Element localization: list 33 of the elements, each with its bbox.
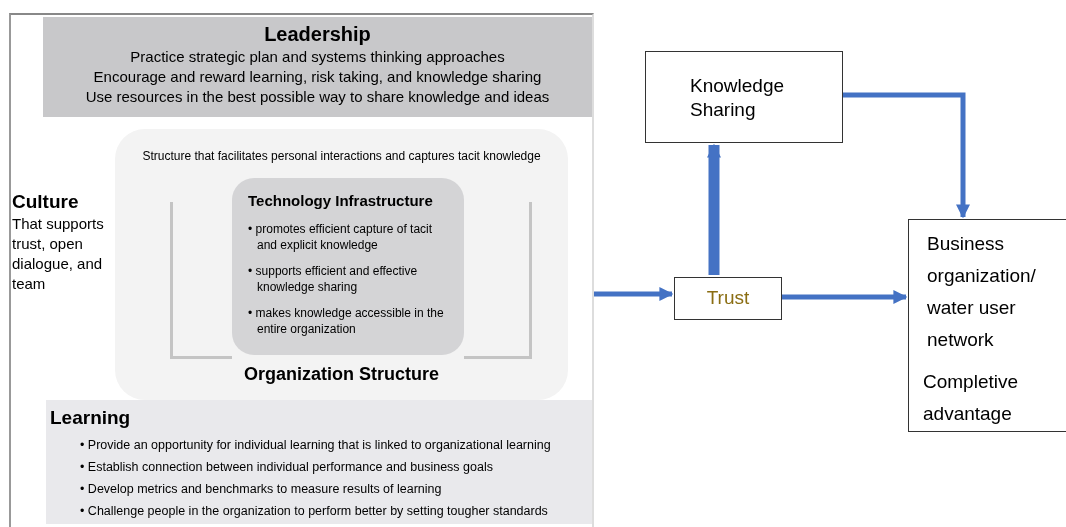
node-text: Knowledge Sharing [690, 74, 786, 122]
body-text: Use resources in the best possible way to share knowledge and ideas [85, 87, 550, 107]
bullet-text: • supports efficient and effective knowledge sharing [248, 262, 419, 295]
heading-text: Technology Infrastructure [248, 191, 434, 211]
body-text: Encourage and reward learning, risk taking, and knowledge sharing [93, 67, 542, 87]
body-text: Practice strategic plan and systems thinking approaches [130, 47, 505, 67]
leadership-panel [43, 17, 592, 117]
arrow [707, 143, 721, 275]
process-box [645, 51, 843, 143]
heading-text: Organization Structure [243, 363, 440, 386]
learning-panel [46, 400, 592, 524]
bullet-text: • Develop metrics and benchmarks to measure results of learning [80, 480, 443, 497]
technology-panel [232, 178, 464, 355]
process-box [908, 219, 1066, 432]
bullet-text: • Provide an opportunity for individual learning that is linked to organizational learning [80, 436, 552, 453]
body-text: That supports trust, open dialogue, and team [12, 214, 105, 294]
bullet-text: • makes knowledge accessible in the entire organization [248, 304, 445, 337]
heading-text: Learning [50, 406, 132, 430]
bullet-text: • Challenge people in the organization to perform better by setting tougher standards [80, 502, 549, 519]
process-box [674, 277, 782, 320]
arrow [594, 287, 674, 301]
arrow [782, 290, 908, 304]
bullet-text: • Establish connection between individual performance and business goals [80, 458, 494, 475]
node-text: Business organization/ water user network [927, 232, 1037, 352]
description-text: Structure that facilitates personal interactions and captures tacit knowledge [141, 148, 542, 165]
heading-text: Culture [12, 190, 80, 214]
framework-panel [9, 13, 594, 527]
heading-text: Leadership [264, 22, 371, 47]
node-text: Completive advantage [923, 370, 1020, 426]
arrow [843, 92, 970, 219]
node-text: Trust [706, 286, 750, 311]
organization-panel [115, 129, 568, 400]
bullet-text: • promotes efficient capture of tacit and explicit knowledge [248, 220, 434, 253]
